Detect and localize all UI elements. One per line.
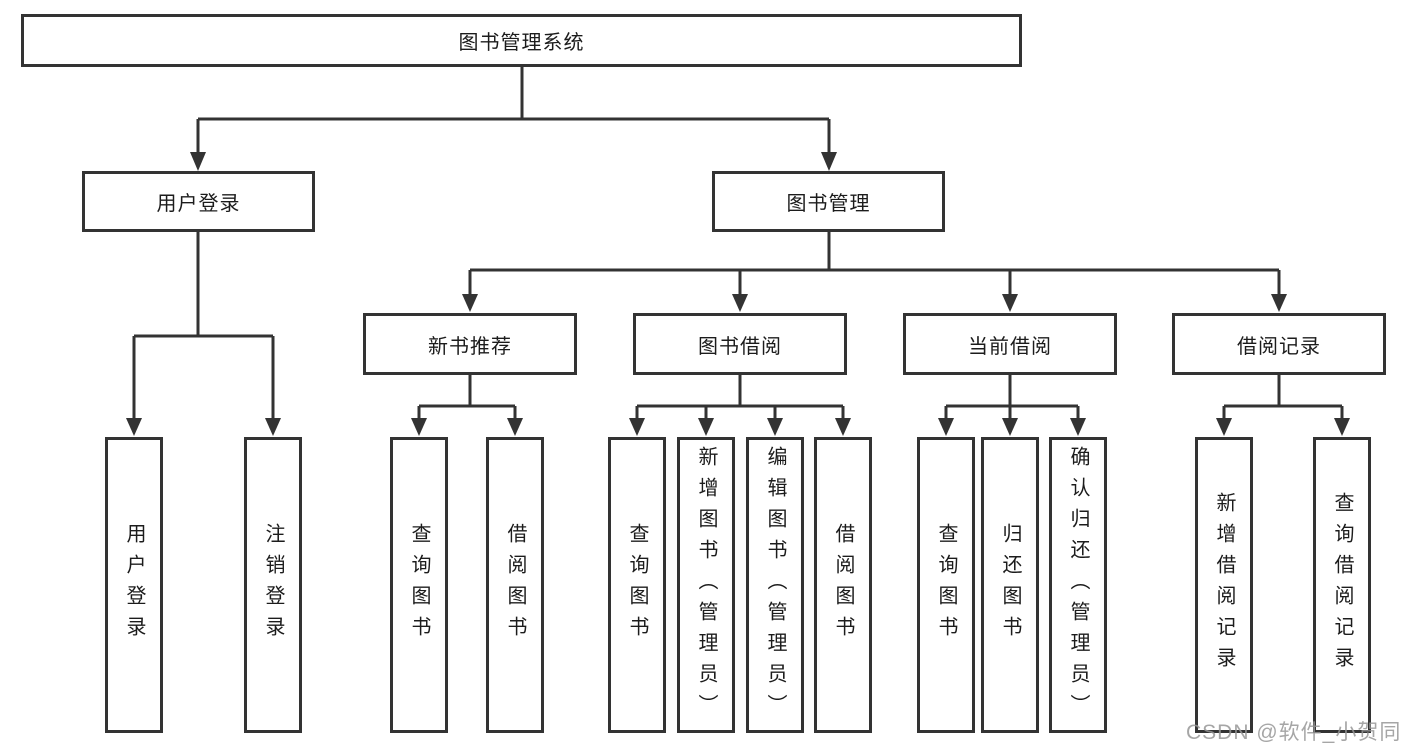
node-query-borrow-record: 查询借阅记录: [1313, 437, 1371, 733]
node-borrow-books-recommend: 借阅图书: [486, 437, 544, 733]
node-edit-book-admin: 编辑图书（管理员）: [746, 437, 804, 733]
node-add-borrow-record: 新增借阅记录: [1195, 437, 1253, 733]
connector-root-to-branches: [190, 67, 837, 171]
node-user-login-leaf: 用户登录: [105, 437, 163, 733]
node-user-login: 用户登录: [82, 171, 315, 232]
node-confirm-return-admin: 确认归还（管理员）: [1049, 437, 1107, 733]
node-add-book-admin: 新增图书（管理员）: [677, 437, 735, 733]
node-query-books-current: 查询图书: [917, 437, 975, 733]
connector-borrow-record-to-leaves: [1216, 375, 1350, 436]
node-borrow-books-leaf: 借阅图书: [814, 437, 872, 733]
node-query-books-borrow: 查询图书: [608, 437, 666, 733]
node-book-management: 图书管理: [712, 171, 945, 232]
node-borrowing-records: 借阅记录: [1172, 313, 1386, 375]
node-return-books: 归还图书: [981, 437, 1039, 733]
node-new-book-recommendation: 新书推荐: [363, 313, 577, 375]
connector-current-borrow-to-leaves: [938, 375, 1086, 436]
connector-book-borrow-to-leaves: [629, 375, 851, 436]
connector-book-management-to-sections: [462, 232, 1287, 312]
node-book-borrowing: 图书借阅: [633, 313, 847, 375]
node-current-borrowing: 当前借阅: [903, 313, 1117, 375]
connector-user-login-to-leaves: [126, 232, 281, 436]
node-logout-leaf: 注销登录: [244, 437, 302, 733]
watermark: CSDN @软件_小贺同学: [1186, 721, 1402, 744]
node-query-books-recommend: 查询图书: [390, 437, 448, 733]
connector-new-book-to-leaves: [411, 375, 523, 436]
node-library-management-system: 图书管理系统: [21, 14, 1022, 67]
